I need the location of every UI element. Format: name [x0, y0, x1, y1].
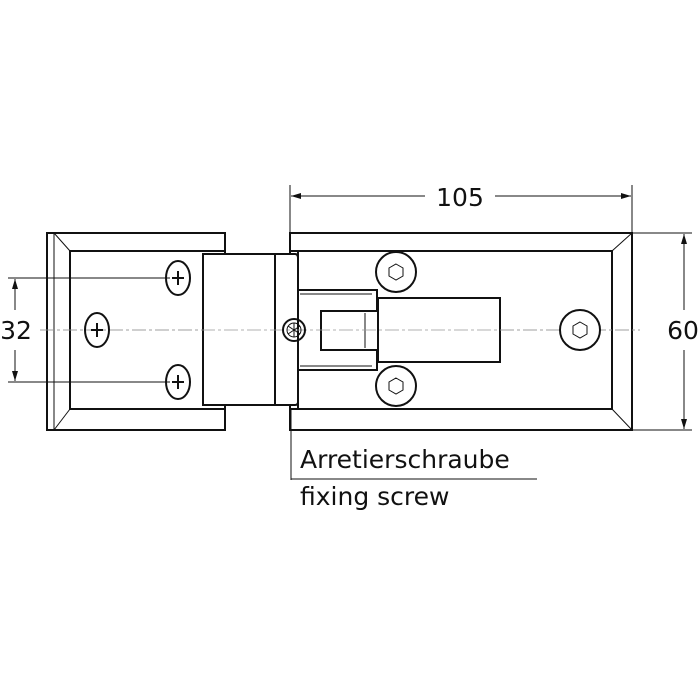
hex-screw-icon [375, 365, 417, 407]
phillips-screw-icon [84, 312, 110, 348]
dimension-height: 60 [632, 232, 699, 431]
left-plate [46, 232, 226, 431]
adjustment-block [320, 310, 379, 351]
height-label: 60 [667, 316, 699, 345]
dimension-hole-spacing: 32 [0, 277, 170, 383]
fixing-screw-callout: Arretierschraube fixing screw [290, 410, 537, 511]
width-label: 105 [436, 183, 484, 212]
callout-line-1: Arretierschraube [300, 445, 510, 474]
hole-spacing-label: 32 [0, 316, 32, 345]
barrel [202, 253, 299, 406]
dimension-width: 105 [289, 183, 633, 233]
callout-line-2: fixing screw [300, 482, 449, 511]
hex-screw-icon [559, 309, 601, 351]
hex-screw-icon [375, 251, 417, 293]
fixing-screw-icon [282, 318, 306, 342]
